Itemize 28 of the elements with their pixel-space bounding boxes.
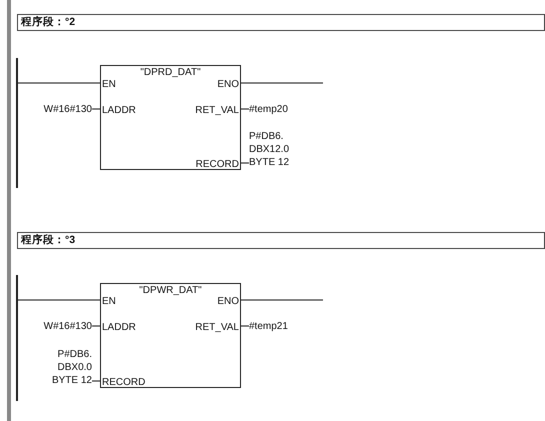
block-title: "DPWR_DAT" xyxy=(138,284,203,297)
block-title: "DPRD_DAT" xyxy=(139,66,202,79)
wire xyxy=(240,82,324,84)
parameter-value: #temp20 xyxy=(249,103,305,116)
wire xyxy=(92,108,100,110)
pin-label: RET_VAL xyxy=(195,104,239,117)
parameter-value: W#16#130 xyxy=(36,103,92,116)
function-block xyxy=(100,65,241,170)
parameter-value: W#16#130 xyxy=(36,320,92,333)
wire xyxy=(240,108,250,110)
parameter-value: #temp21 xyxy=(249,320,305,333)
function-block xyxy=(100,283,241,388)
wire xyxy=(18,82,100,84)
pin-label: EN xyxy=(102,295,116,308)
wire xyxy=(92,380,100,382)
parameter-value: P#DB6. DBX0.0 BYTE 12 xyxy=(44,348,92,387)
network-header: 程序段：°3 xyxy=(17,232,545,249)
pin-label: ENO xyxy=(217,78,239,91)
network-header: 程序段：°2 xyxy=(17,14,545,31)
pin-label: LADDR xyxy=(102,321,136,334)
pin-label: ENO xyxy=(217,295,239,308)
pin-label: RECORD xyxy=(102,376,146,389)
wire xyxy=(240,162,250,164)
pin-label: EN xyxy=(102,78,116,91)
pin-label: RET_VAL xyxy=(195,321,239,334)
pin-label: RECORD xyxy=(196,158,239,171)
parameter-value: P#DB6. DBX12.0 BYTE 12 xyxy=(249,130,299,169)
pin-label: LADDR xyxy=(102,104,136,117)
